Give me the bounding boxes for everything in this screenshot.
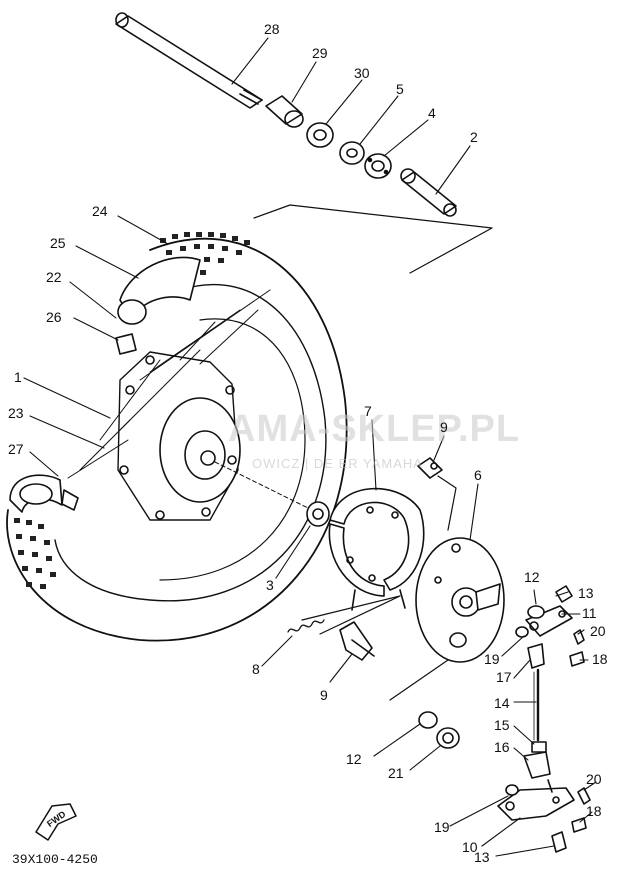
callout-12-bottom: 12 bbox=[346, 751, 362, 767]
callout-7: 7 bbox=[364, 403, 372, 419]
callout-21: 21 bbox=[388, 765, 404, 781]
inner-tube bbox=[115, 256, 201, 355]
callout-8: 8 bbox=[252, 661, 260, 677]
pin-9-top bbox=[417, 457, 443, 479]
callout-28: 28 bbox=[264, 21, 280, 37]
callout-15: 15 bbox=[494, 717, 510, 733]
callout-14: 14 bbox=[494, 695, 510, 711]
washer-12-bottom bbox=[418, 711, 438, 729]
bolt-18-bottom bbox=[571, 817, 587, 833]
callout-20-top: 20 bbox=[590, 623, 606, 639]
joint-16 bbox=[523, 751, 551, 779]
callout-12-top: 12 bbox=[524, 569, 540, 585]
callout-25: 25 bbox=[50, 235, 66, 251]
callout-11: 11 bbox=[582, 605, 597, 621]
callout-29: 29 bbox=[312, 45, 328, 61]
camshaft-lever-lower bbox=[497, 779, 575, 821]
callout-18-bottom: 18 bbox=[586, 803, 602, 819]
ring-21 bbox=[436, 727, 460, 749]
spacer-part bbox=[400, 168, 457, 217]
oil-seal-part bbox=[306, 122, 334, 148]
joint-17 bbox=[527, 643, 545, 669]
callout-10: 10 bbox=[462, 839, 478, 855]
washer-12-top bbox=[527, 605, 545, 619]
watermark-subtext: OWICZ | DE ER YAMAHA bbox=[252, 456, 423, 471]
bearing-3-part bbox=[306, 501, 330, 527]
callout-19-top: 19 bbox=[484, 651, 500, 667]
callout-1: 1 bbox=[14, 369, 22, 385]
callout-13-bottom: 13 bbox=[474, 849, 490, 865]
catalog-code: 39X100-4250 bbox=[12, 852, 98, 867]
spring-part bbox=[287, 619, 325, 633]
callout-20-bottom: 20 bbox=[586, 771, 602, 787]
collar-part bbox=[265, 95, 304, 128]
callout-9-top: 9 bbox=[440, 419, 448, 435]
pin-20-top bbox=[573, 629, 585, 645]
bolt-18-top bbox=[569, 651, 585, 667]
callout-2: 2 bbox=[470, 129, 478, 145]
bolt-13-bottom bbox=[551, 831, 567, 853]
rim-band bbox=[9, 474, 79, 513]
callout-27: 27 bbox=[8, 441, 24, 457]
bearing-5-part bbox=[339, 141, 365, 165]
callout-16: 16 bbox=[494, 739, 510, 755]
callout-13-top: 13 bbox=[578, 585, 594, 601]
washer-19-top bbox=[515, 626, 529, 638]
tire bbox=[6, 232, 348, 642]
callout-3: 3 bbox=[266, 577, 274, 593]
callout-22: 22 bbox=[46, 269, 62, 285]
callout-24: 24 bbox=[92, 203, 108, 219]
callout-9-bottom: 9 bbox=[320, 687, 328, 703]
fwd-arrow-icon bbox=[35, 803, 77, 841]
callout-19-bottom: 19 bbox=[434, 819, 450, 835]
callout-26: 26 bbox=[46, 309, 62, 325]
wheel-hub bbox=[67, 289, 271, 521]
brake-plate bbox=[415, 537, 505, 663]
brake-shoe-set bbox=[328, 487, 425, 611]
callout-23: 23 bbox=[8, 405, 24, 421]
callout-5: 5 bbox=[396, 81, 404, 97]
callout-6: 6 bbox=[474, 467, 482, 483]
camshaft-part bbox=[339, 621, 375, 661]
axle-part bbox=[115, 12, 263, 109]
bolt-13-top bbox=[555, 585, 573, 603]
pin-20-bottom bbox=[577, 787, 591, 805]
callout-4: 4 bbox=[428, 105, 436, 121]
washer-19-bottom bbox=[505, 784, 519, 796]
bearing-4-part bbox=[364, 153, 392, 179]
callout-30: 30 bbox=[354, 65, 370, 81]
callout-18-top: 18 bbox=[592, 651, 608, 667]
callout-17: 17 bbox=[496, 669, 512, 685]
watermark-text: AMA-SKLEP.PL bbox=[228, 408, 521, 450]
